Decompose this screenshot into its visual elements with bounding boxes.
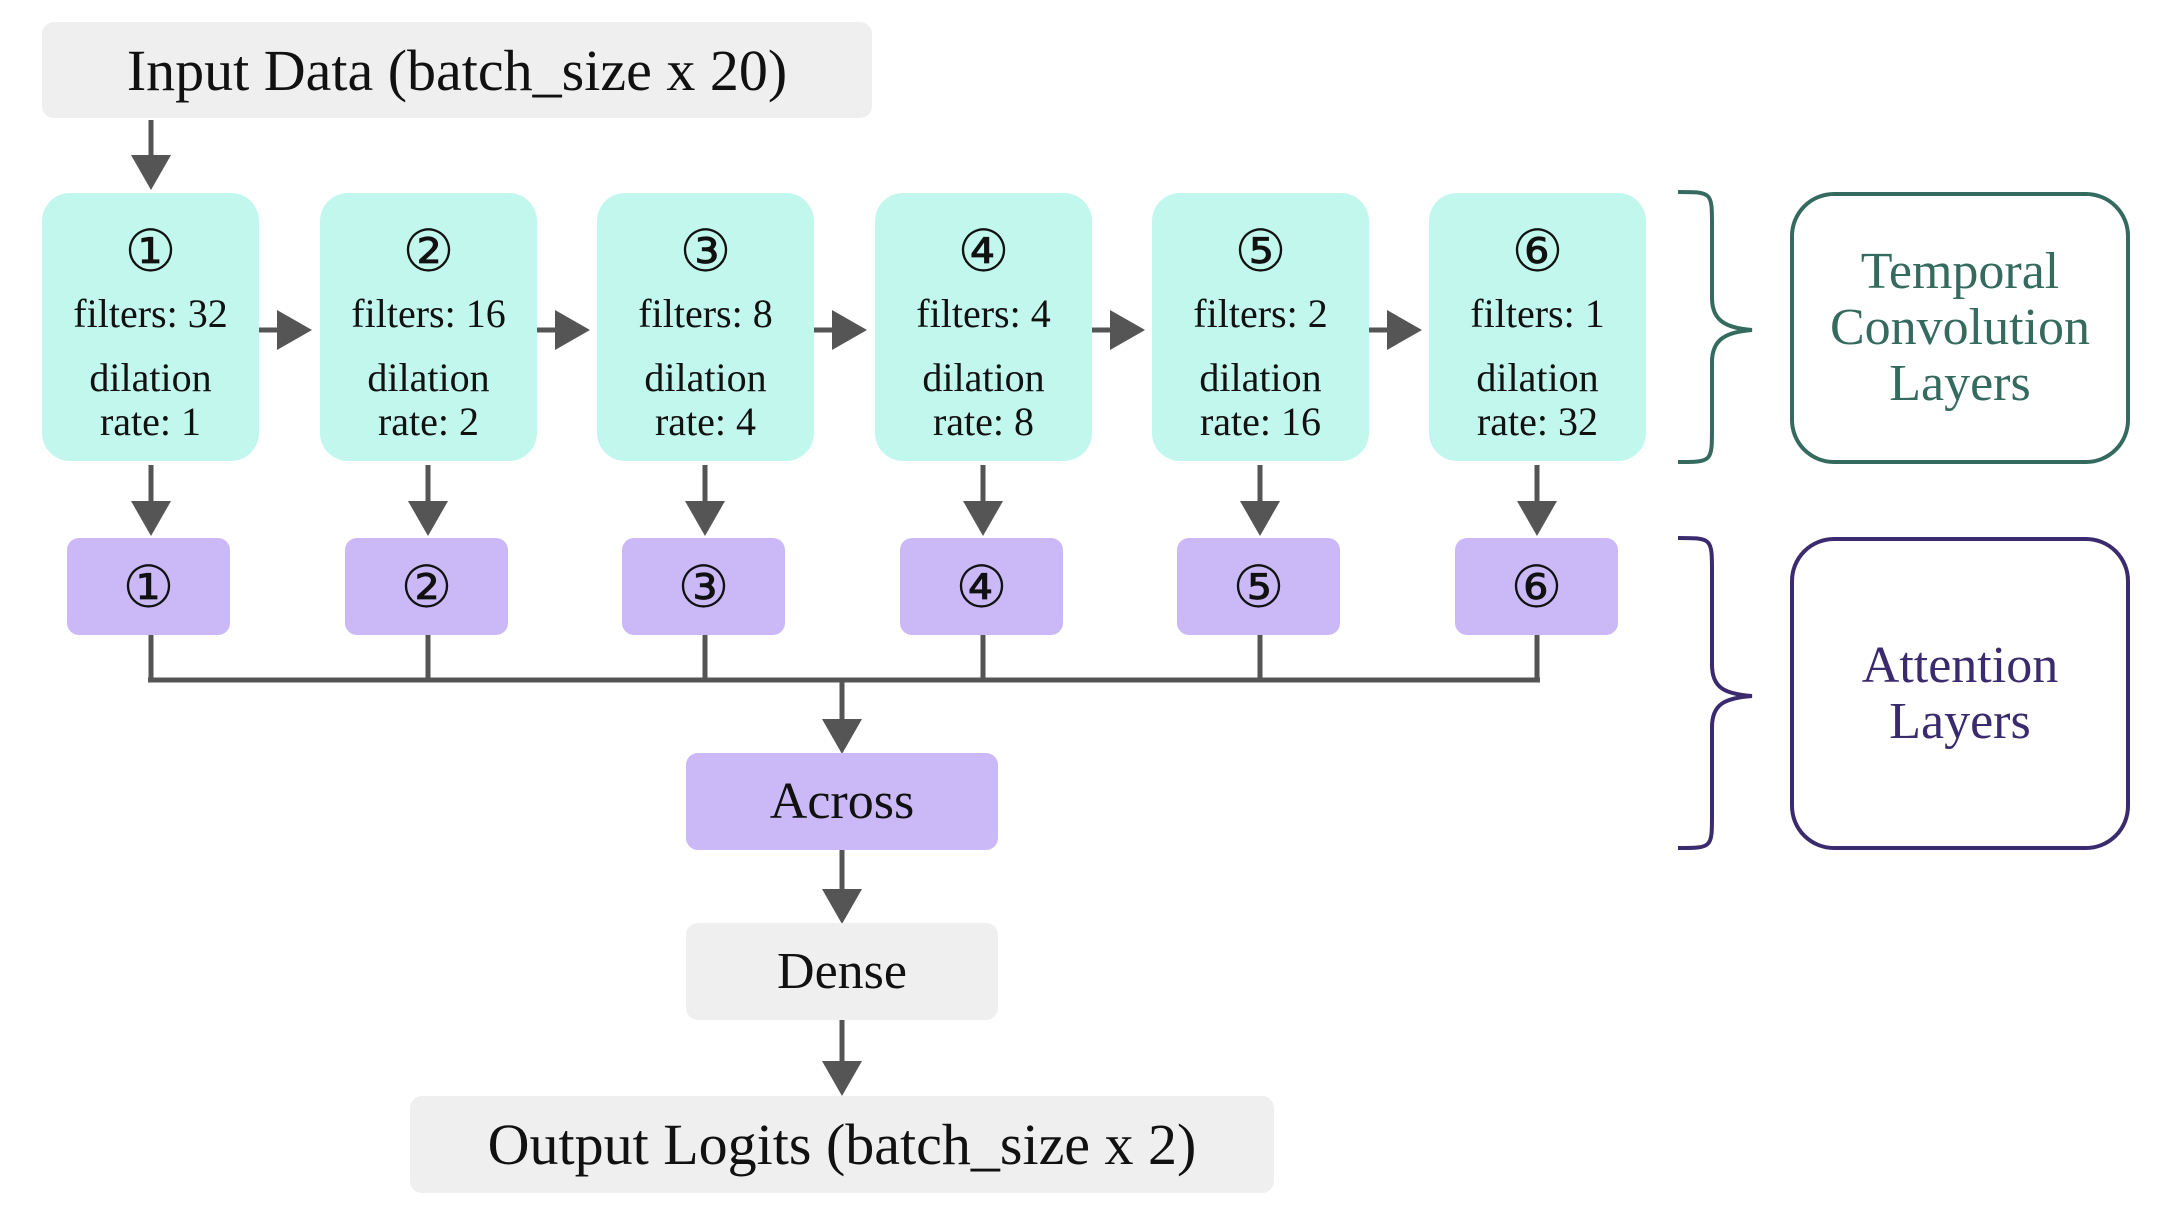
tcn-filters: filters: 8: [638, 291, 773, 336]
tcn-block-5: ⑤ filters: 2 dilation rate: 16: [1152, 193, 1369, 461]
tcn-rate: rate: 2: [377, 399, 480, 444]
tcn-dilation: dilation: [922, 355, 1045, 400]
tcn-block-2: ② filters: 16 dilation rate: 2: [320, 193, 537, 461]
attention-block-2: ②: [345, 538, 508, 635]
attention-legend-line2: Layers: [1889, 692, 2031, 750]
output-logits-label: Output Logits (batch_size x 2): [487, 1112, 1197, 1177]
temporal-legend-line1: Temporal: [1860, 243, 2060, 300]
attention-block-6: ⑥: [1455, 538, 1618, 635]
tcn-rate: rate: 8: [932, 399, 1035, 444]
tcn-dilation: dilation: [89, 355, 212, 400]
input-data-label: Input Data (batch_size x 20): [126, 37, 788, 103]
tcn-filters: filters: 4: [916, 291, 1051, 336]
tcn-index: ③: [679, 217, 732, 285]
attention-index: ⑤: [1232, 552, 1285, 621]
attention-block-4: ④: [900, 538, 1063, 635]
temporal-legend-line3: Layers: [1889, 355, 2031, 412]
tcn-filters: filters: 16: [351, 291, 506, 336]
temporal-convolution-legend: Temporal Convolution Layers: [1790, 192, 2130, 464]
tcn-block-6: ⑥ filters: 1 dilation rate: 32: [1429, 193, 1646, 461]
tcn-dilation: dilation: [1199, 355, 1322, 400]
attention-legend: Attention Layers: [1790, 537, 2130, 850]
tcn-rate: rate: 16: [1199, 399, 1322, 444]
tcn-rate: rate: 4: [654, 399, 757, 444]
attention-index: ②: [400, 552, 453, 621]
attention-block-1: ①: [67, 538, 230, 635]
tcn-index: ④: [957, 217, 1010, 285]
tcn-filters: filters: 2: [1193, 291, 1328, 336]
attention-index: ①: [122, 552, 175, 621]
tcn-index: ②: [402, 217, 455, 285]
tcn-dilation: dilation: [644, 355, 767, 400]
tcn-filters: filters: 1: [1470, 291, 1605, 336]
attention-brace: [1677, 536, 1753, 850]
output-logits-box: Output Logits (batch_size x 2): [410, 1096, 1274, 1193]
dense-box: Dense: [686, 923, 998, 1020]
tcn-rate: rate: 1: [99, 399, 202, 444]
tcn-block-3: ③ filters: 8 dilation rate: 4: [597, 193, 814, 461]
input-data-box: Input Data (batch_size x 20): [42, 22, 872, 118]
across-label: Across: [769, 773, 915, 830]
tcn-index: ①: [124, 217, 177, 285]
attention-block-5: ⑤: [1177, 538, 1340, 635]
dense-label: Dense: [777, 943, 907, 1000]
tcn-index: ⑤: [1234, 217, 1287, 285]
tcn-index: ⑥: [1511, 217, 1564, 285]
tcn-dilation: dilation: [367, 355, 490, 400]
temporal-legend-line2: Convolution: [1829, 299, 2091, 356]
tcn-rate: rate: 32: [1476, 399, 1599, 444]
attention-index: ⑥: [1510, 552, 1563, 621]
attention-block-3: ③: [622, 538, 785, 635]
attention-index: ③: [677, 552, 730, 621]
attention-index: ④: [955, 552, 1008, 621]
across-box: Across: [686, 753, 998, 850]
attention-legend-line1: Attention: [1861, 636, 2059, 694]
tcn-filters: filters: 32: [73, 291, 228, 336]
temporal-brace: [1677, 190, 1753, 464]
tcn-block-4: ④ filters: 4 dilation rate: 8: [875, 193, 1092, 461]
tcn-block-1: ① filters: 32 dilation rate: 1: [42, 193, 259, 461]
tcn-dilation: dilation: [1476, 355, 1599, 400]
